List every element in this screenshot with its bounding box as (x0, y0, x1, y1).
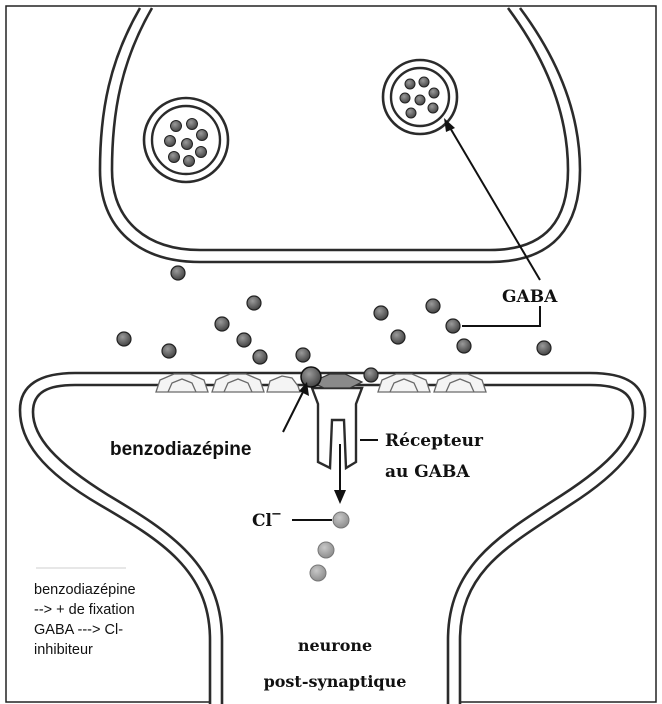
gaba-molecule (237, 333, 251, 347)
vesicle-left (144, 98, 228, 182)
recepteur-label-line1: Récepteur (385, 431, 484, 451)
gaba-molecule (296, 348, 310, 362)
gaba-molecule (215, 317, 229, 331)
gaba-molecule (537, 341, 551, 355)
benzodiazepine-label: benzodiazépine (110, 439, 251, 460)
chloride-label: Cl (252, 511, 273, 531)
gaba-molecule (253, 350, 267, 364)
recepteur-label-line2: au GABA (385, 462, 470, 482)
chloride-ion (318, 542, 334, 558)
neurone-label-line1: neurone (298, 636, 372, 655)
gaba-molecule-leader (462, 306, 540, 326)
gaba-molecule (374, 306, 388, 320)
note-line: GABA ---> Cl- (34, 620, 224, 640)
gaba-molecule (247, 296, 261, 310)
chloride-ion (333, 512, 349, 528)
gaba-molecule (457, 339, 471, 353)
chloride-ion (310, 565, 326, 581)
gaba-molecule (426, 299, 440, 313)
note-line: --> + de fixation (34, 600, 224, 620)
gaba-molecule (117, 332, 131, 346)
neurone-label-line2: post-synaptique (264, 672, 407, 691)
note-line: inhibiteur (34, 640, 224, 660)
gaba-molecule (162, 344, 176, 358)
gaba-molecule (446, 319, 460, 333)
gaba-molecule-bound (364, 368, 378, 382)
gaba-molecules (117, 266, 551, 364)
gaba-molecule (171, 266, 185, 280)
handwritten-note: benzodiazépine --> + de fixation GABA --… (34, 580, 224, 660)
gaba-molecule (391, 330, 405, 344)
note-line: benzodiazépine (34, 580, 224, 600)
gaba-label: GABA (502, 287, 558, 307)
benzodiazepine-molecule (301, 367, 321, 387)
chloride-charge: − (271, 507, 282, 522)
